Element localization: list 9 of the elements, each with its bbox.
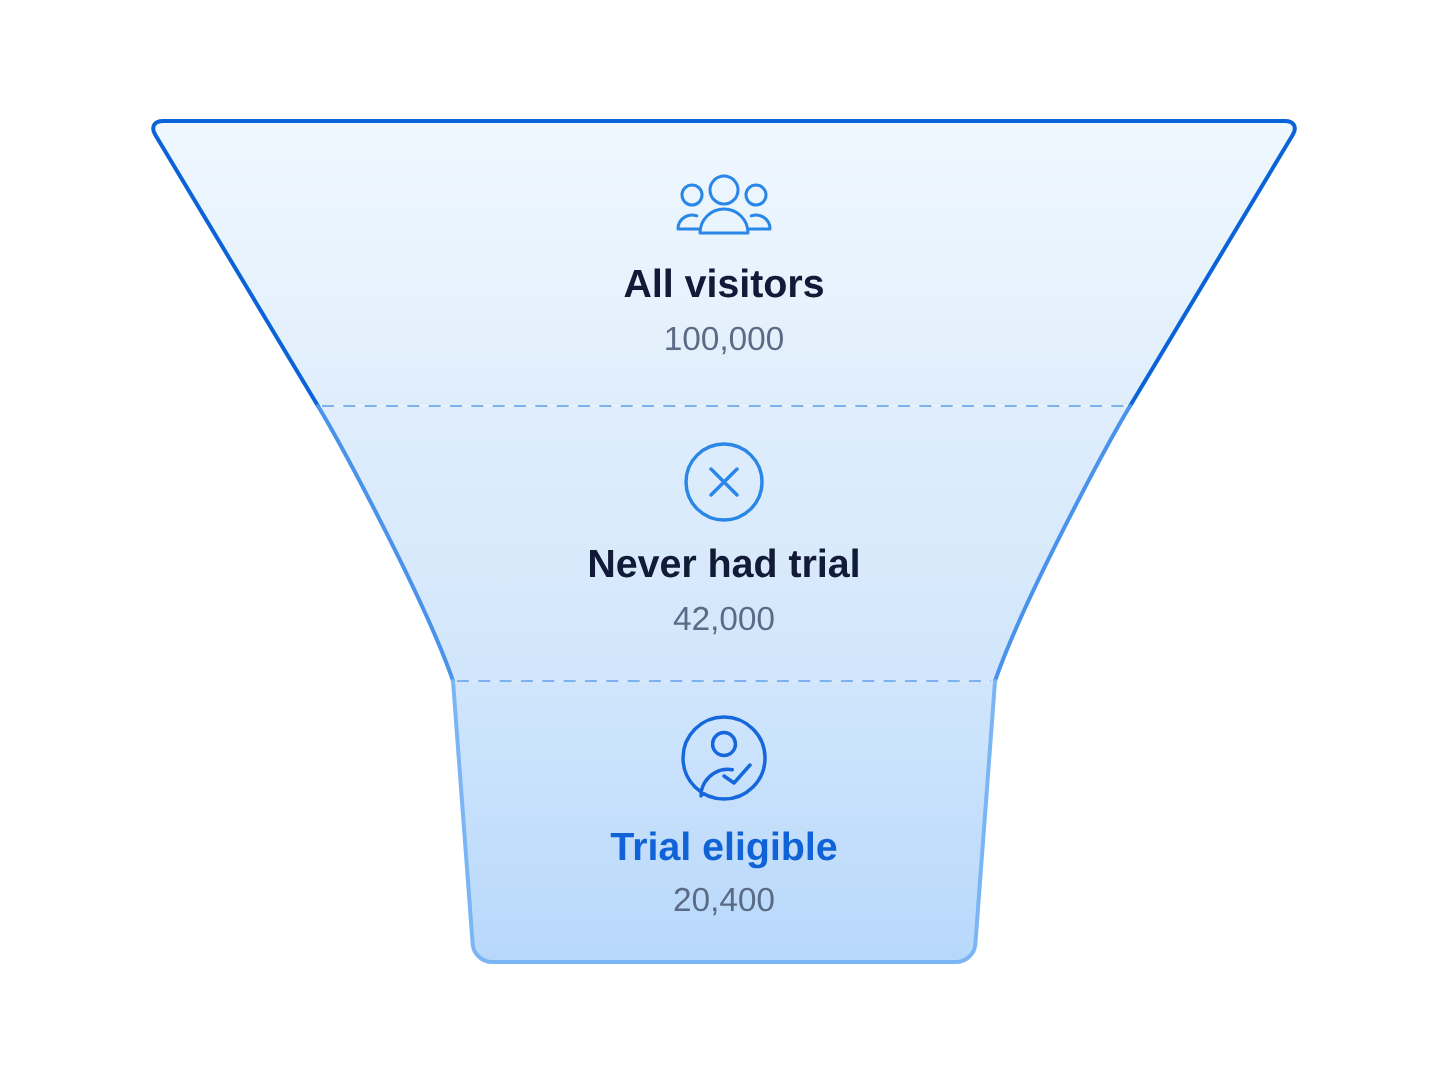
stage-title: Trial eligible <box>610 831 837 869</box>
stage-title: All visitors <box>624 268 823 298</box>
stage-count: 20,400 <box>674 887 774 916</box>
funnel-stage <box>451 679 997 964</box>
stage-count: 42,000 <box>673 606 774 635</box>
stage-count: 100,000 <box>666 326 783 355</box>
stage-title: Never had trial <box>590 548 858 578</box>
funnel-stage <box>151 119 1297 408</box>
funnel-stage <box>316 404 1132 683</box>
